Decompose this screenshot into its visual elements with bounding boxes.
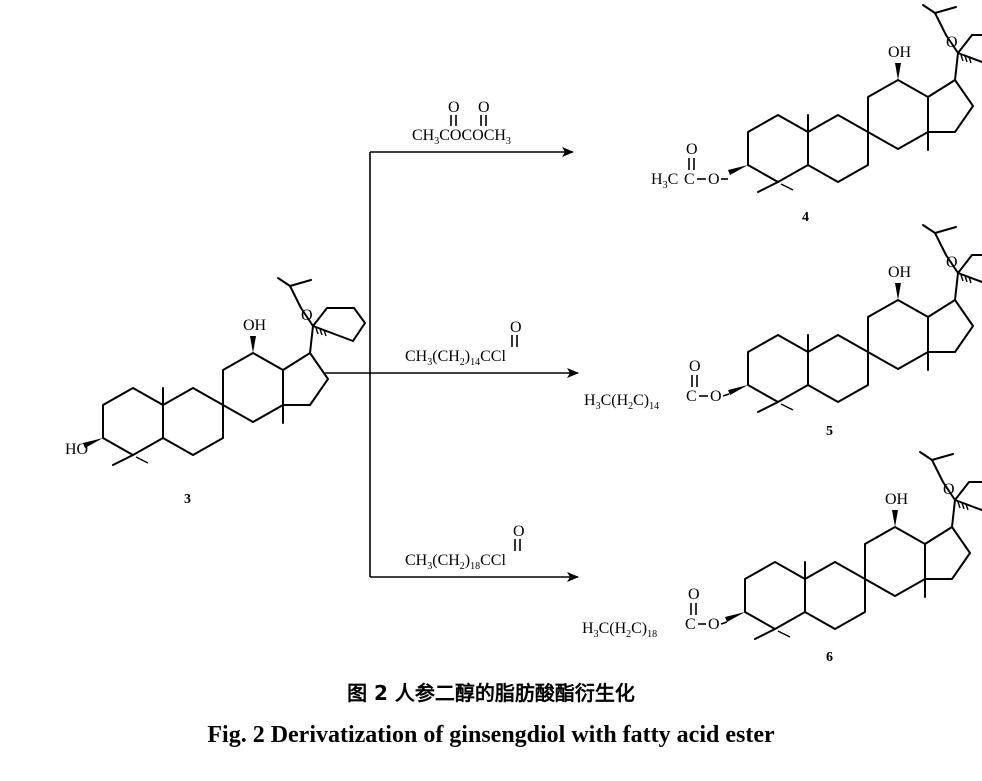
- compound-5-ester-link-o: O: [710, 388, 722, 405]
- compound-4-ester-carbonyl-o: O: [686, 141, 698, 158]
- reagent-acetic-anhydride: O O CH3COCOCH3: [412, 99, 511, 147]
- compound-6-ester-link-o: O: [708, 616, 720, 633]
- compound-5-ester-carbon: C: [686, 388, 697, 405]
- compound-4-structure: OH O: [728, 4, 982, 193]
- compound-5-ester-prefix: H3C(H2C)14: [584, 392, 659, 412]
- compound-5-number: 5: [826, 424, 833, 439]
- caption-english: Fig. 2 Derivatization of ginsengdiol wit…: [207, 722, 775, 748]
- compound-6-ester-prefix: H3C(H2C)18: [582, 620, 657, 640]
- compound-6-number: 6: [826, 650, 833, 665]
- reagent-palmitoyl-chloride: O CH3(CH2)14CCl: [405, 319, 522, 368]
- reagent-1-o1: O: [448, 99, 460, 116]
- compound-5-ring-o-label: O: [946, 254, 958, 271]
- compound-5-structure: OH O: [728, 224, 982, 413]
- compound-4-ester-prefix: H3C: [651, 171, 678, 191]
- compound-4-number: 4: [802, 210, 809, 225]
- compound-3-oh-label: OH: [243, 317, 267, 334]
- reagent-2-formula: CH3(CH2)14CCl: [405, 348, 506, 368]
- compound-3-ring-o-label: O: [301, 307, 313, 324]
- compound-4-ester-link-o: O: [708, 171, 720, 188]
- reagent-1-formula: CH3COCOCH3: [412, 127, 511, 147]
- compound-5-ester-carbonyl-o: O: [689, 358, 701, 375]
- compound-6-structure: OH O: [725, 451, 982, 640]
- compound-4-ring-o-label: O: [946, 34, 958, 51]
- compound-5-ester: H3C(H2C)14 C O O: [584, 358, 730, 412]
- compound-6-ring-o-label: O: [943, 481, 955, 498]
- compound-6-oh-label: OH: [885, 491, 909, 508]
- compound-3-number: 3: [184, 492, 191, 507]
- compound-6-ester-carbonyl-o: O: [688, 586, 700, 603]
- reagent-1-o2: O: [478, 99, 490, 116]
- reagent-2-o: O: [510, 319, 522, 336]
- compound-4-oh-label: OH: [888, 44, 912, 61]
- compound-3-ho-label: HO: [65, 441, 88, 458]
- reagent-3-o: O: [513, 523, 525, 540]
- compound-6-ester: H3C(H2C)18 C O O: [582, 586, 728, 640]
- compound-4-ester: H3C C O O: [651, 141, 728, 191]
- compound-4-ester-carbon: C: [684, 171, 695, 188]
- caption-chinese: 图 2 人参二醇的脂肪酸酯衍生化: [347, 681, 635, 705]
- compound-5-oh-label: OH: [888, 264, 912, 281]
- reagent-3-formula: CH3(CH2)18CCl: [405, 552, 506, 572]
- compound-6-ester-carbon: C: [685, 616, 696, 633]
- reagent-arachidoyl-chloride: O CH3(CH2)18CCl: [405, 523, 525, 572]
- compound-3-structure: HO OH O: [65, 277, 366, 466]
